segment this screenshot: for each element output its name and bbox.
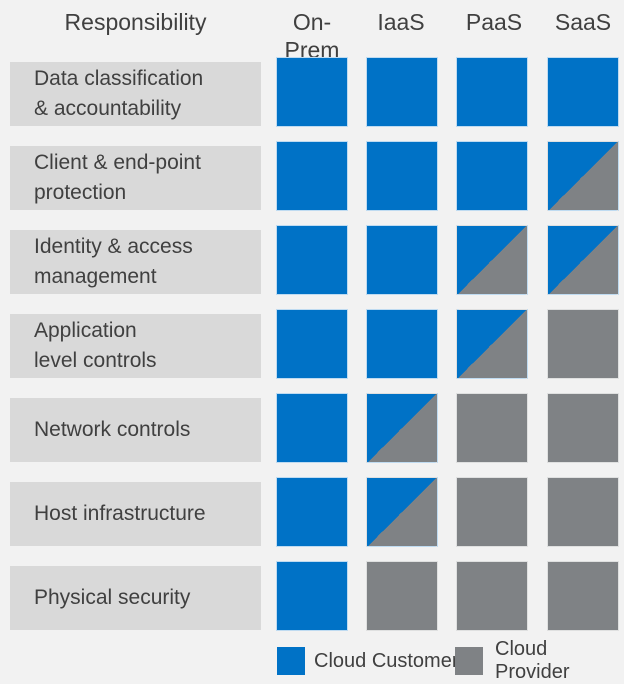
cell-paas [456,225,528,295]
cell-iaas [366,393,438,463]
row-label: Network controls [34,418,191,441]
column-header-onprem: On-Prem [284,9,340,63]
matrix-row: Application level controls [0,309,624,393]
row-label-box: Client & end-point protection [10,146,261,210]
row-label-box: Data classification & accountability [10,62,261,126]
responsibility-column-header: Responsibility [64,9,207,35]
cell-onprem [276,309,348,379]
column-header-paas: PaaS [465,9,523,35]
cell-saas [547,477,619,547]
legend-label-cloud-provider: Cloud Provider [495,638,570,683]
legend-swatch-cloud-provider [455,647,483,675]
row-label-box: Network controls [10,398,261,462]
row-label: Host infrastructure [34,502,206,525]
row-label-box: Physical security [10,566,261,630]
row-label-box: Host infrastructure [10,482,261,546]
matrix-row: Physical security [0,561,624,645]
row-label: Data classification & accountability [34,67,204,120]
matrix-row: Host infrastructure [0,477,624,561]
cell-saas [547,225,619,295]
cell-iaas [366,225,438,295]
row-label-box: Application level controls [10,314,261,378]
matrix-row: Data classification & accountability [0,57,624,141]
cell-onprem [276,561,348,631]
cell-iaas [366,561,438,631]
row-label: Application level controls [34,319,157,372]
row-label: Client & end-point protection [34,151,201,204]
cell-iaas [366,57,438,127]
cell-paas [456,477,528,547]
legend-label-cloud-customer: Cloud Customer [314,649,459,672]
row-label-box: Identity & access management [10,230,261,294]
cell-saas [547,141,619,211]
column-header-saas: SaaS [554,9,612,35]
column-header-iaas: IaaS [377,9,425,35]
cell-paas [456,57,528,127]
matrix-row: Client & end-point protection [0,141,624,225]
cell-iaas [366,141,438,211]
responsibility-matrix: Data classification & accountability Cli… [0,57,624,645]
cell-saas [547,57,619,127]
cell-paas [456,393,528,463]
cell-onprem [276,141,348,211]
cell-saas [547,309,619,379]
matrix-row: Identity & access management [0,225,624,309]
cell-iaas [366,477,438,547]
cell-paas [456,141,528,211]
row-label: Physical security [34,586,191,609]
cell-saas [547,393,619,463]
cell-onprem [276,477,348,547]
cell-iaas [366,309,438,379]
cell-saas [547,561,619,631]
cell-onprem [276,393,348,463]
cell-onprem [276,57,348,127]
cell-paas [456,561,528,631]
matrix-row: Network controls [0,393,624,477]
cell-paas [456,309,528,379]
legend-swatch-cloud-customer [277,647,305,675]
cell-onprem [276,225,348,295]
row-label: Identity & access management [34,235,193,288]
